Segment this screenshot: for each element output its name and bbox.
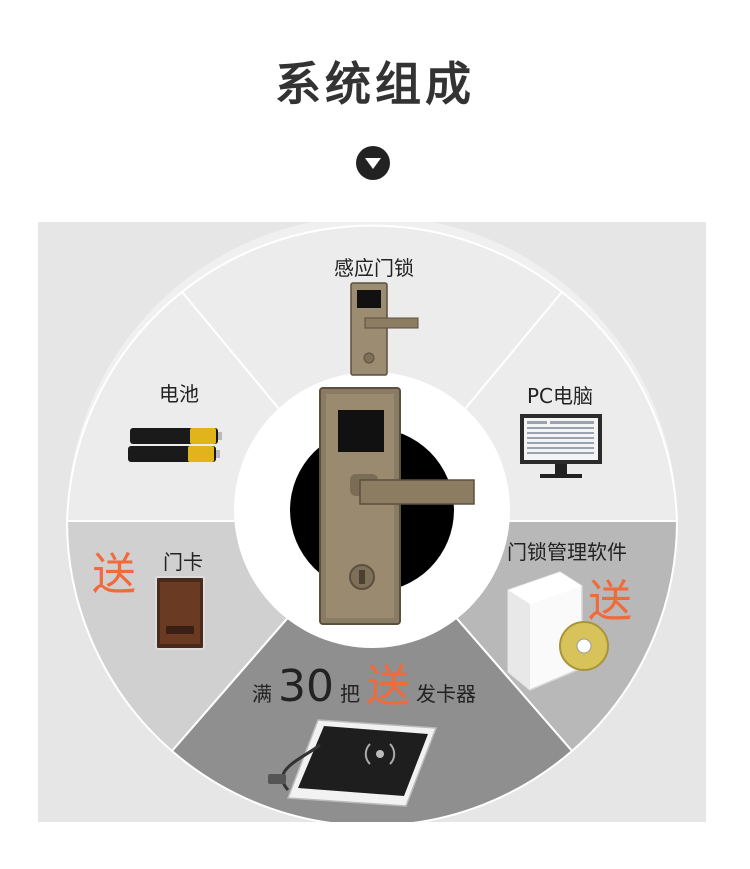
promo-unit: 把 xyxy=(340,682,360,706)
card-reader-image xyxy=(268,719,438,807)
pc-monitor-image xyxy=(520,414,602,478)
segment-label-card: 门卡 xyxy=(163,550,203,574)
page-title: 系统组成 xyxy=(275,57,475,111)
promo-gift: 送 xyxy=(366,661,410,712)
promo-prefix: 满 xyxy=(252,682,272,706)
segment-label-software: 门锁管理软件 xyxy=(507,540,627,564)
gift-badge-card: 送 xyxy=(92,549,136,600)
small-lock-image xyxy=(350,282,419,376)
promo-number: 30 xyxy=(278,661,334,712)
segment-label-pc: PC电脑 xyxy=(527,384,594,408)
software-box-image xyxy=(507,571,609,691)
chevron-down-icon xyxy=(356,146,390,180)
gift-badge-software: 送 xyxy=(588,576,632,627)
promo-item: 发卡器 xyxy=(416,682,476,706)
main-lock-image xyxy=(319,387,475,625)
segment-label-battery: 电池 xyxy=(159,382,199,406)
batteries-image xyxy=(128,428,222,462)
segment-label-lock: 感应门锁 xyxy=(334,256,414,280)
promo-line: 满 30 把 送 发卡器 xyxy=(252,650,476,714)
key-card-image xyxy=(155,576,205,650)
